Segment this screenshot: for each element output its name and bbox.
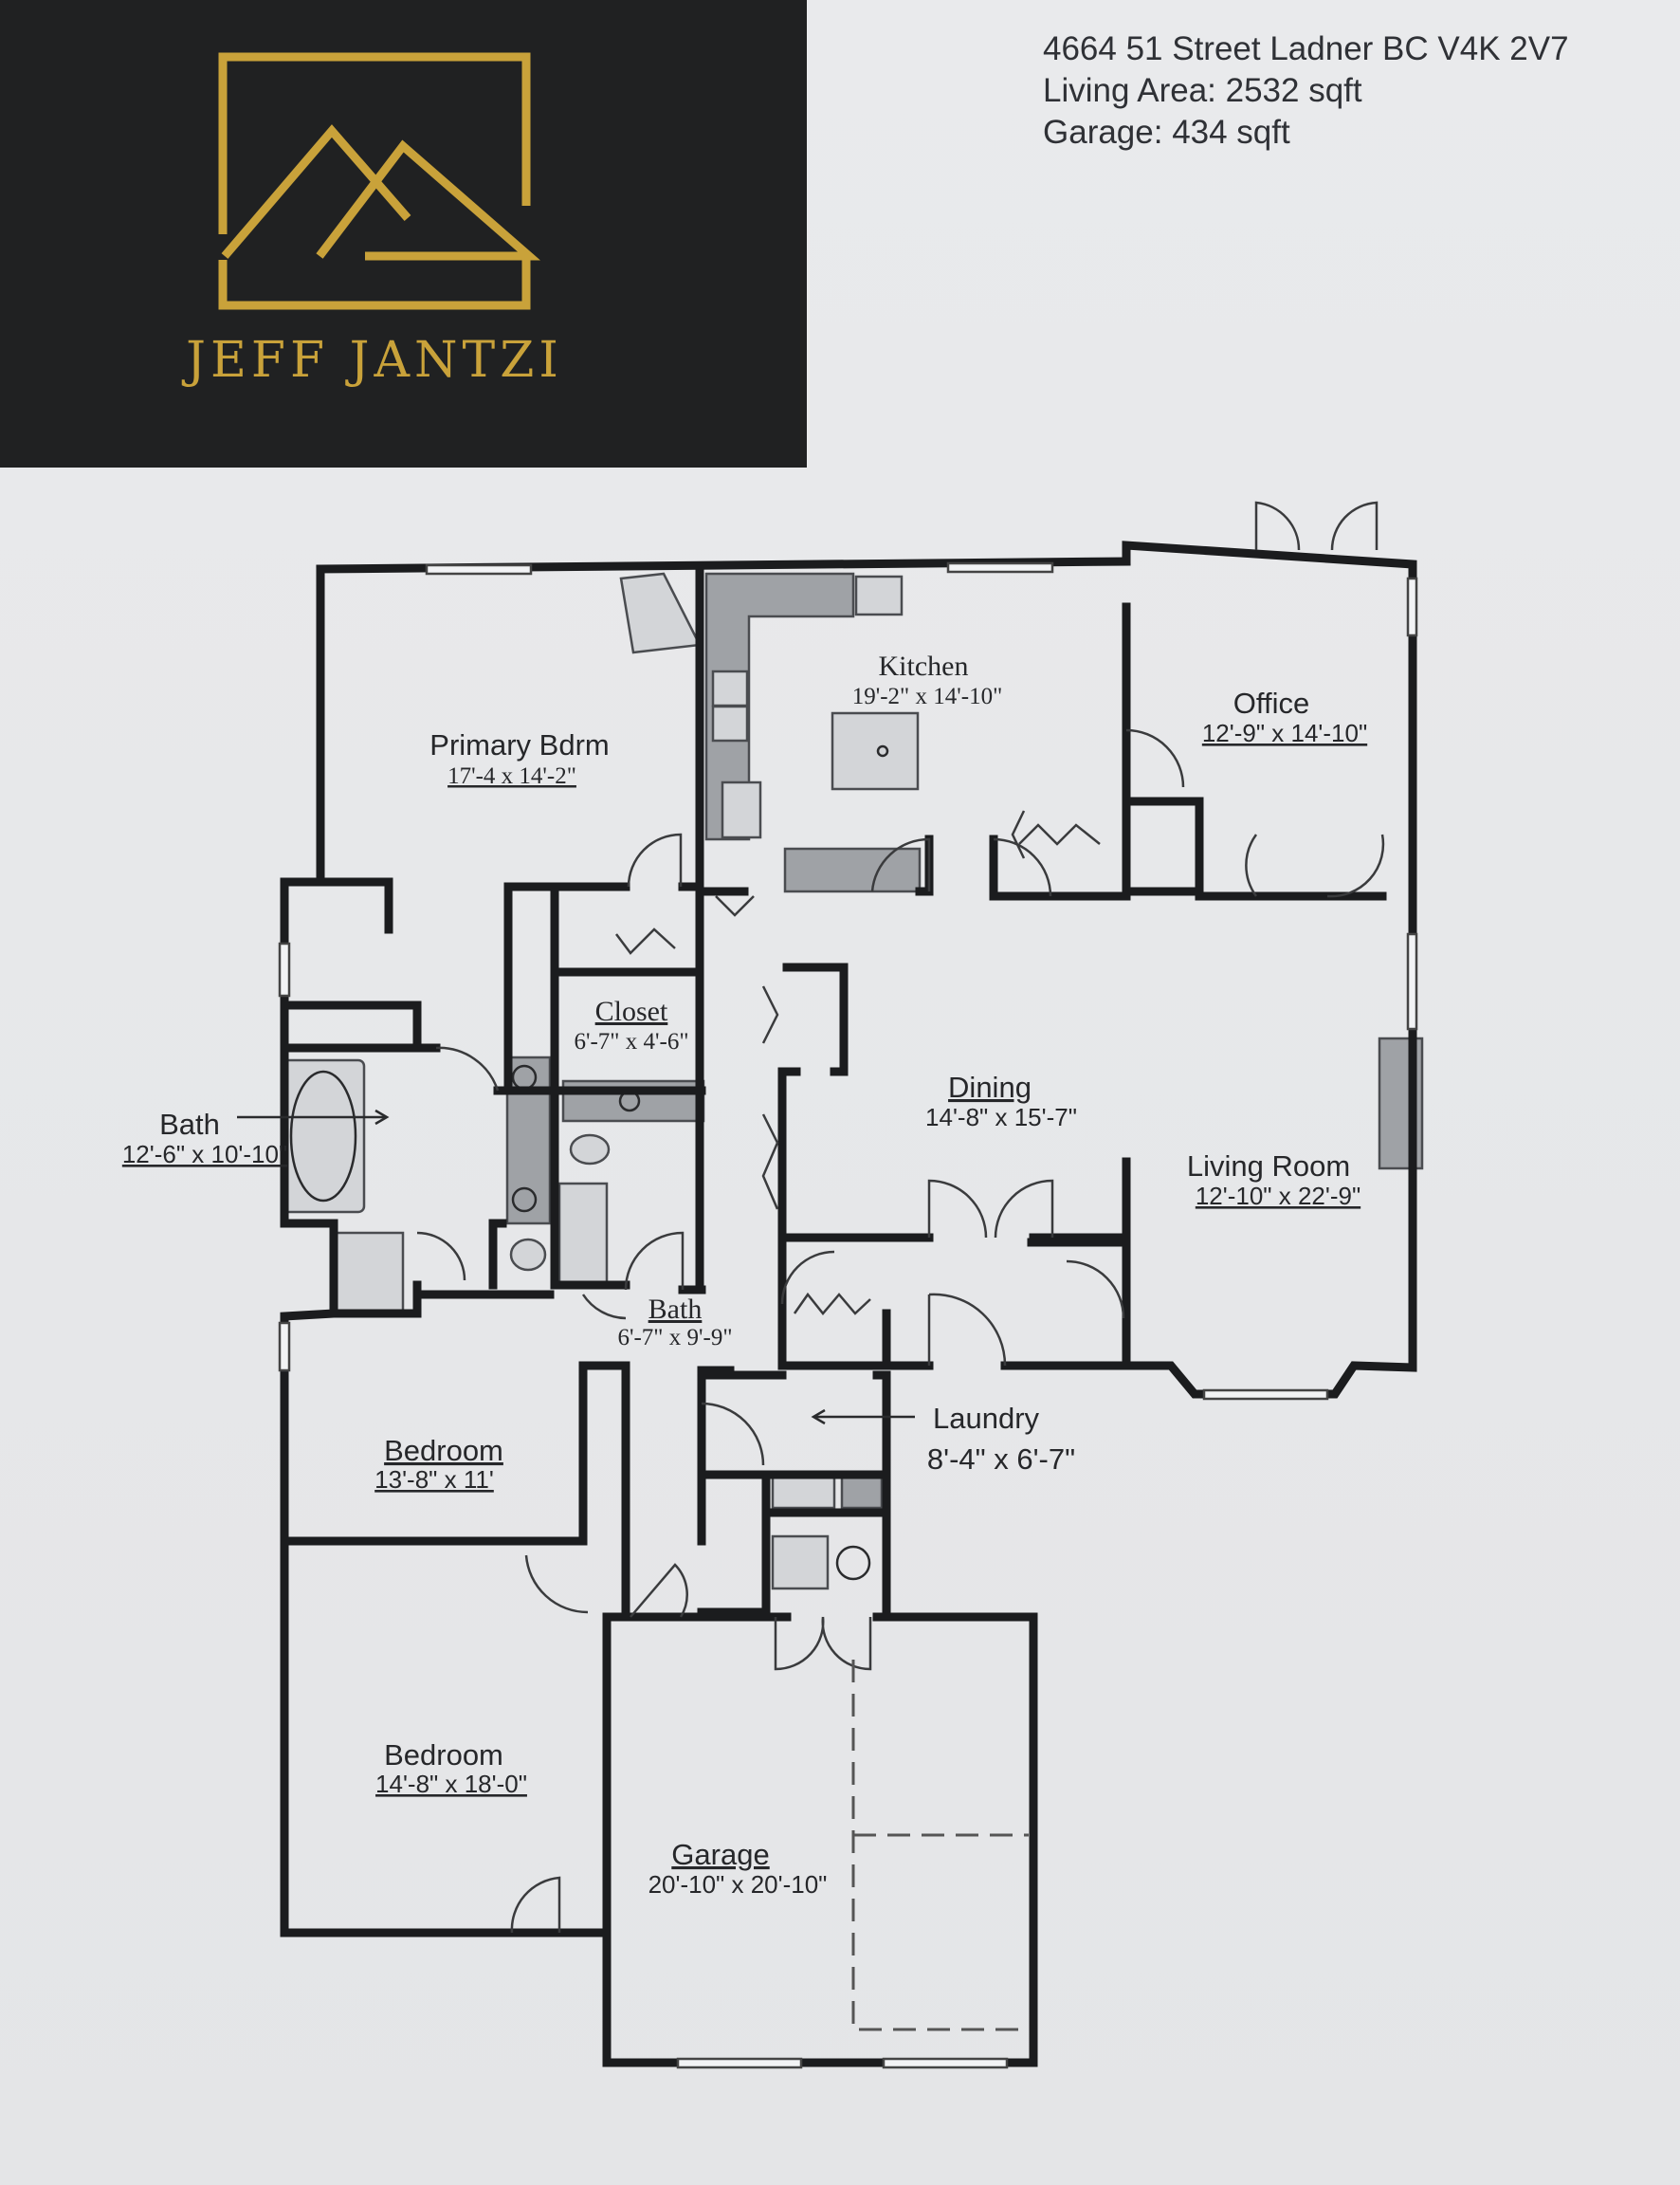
- primary-bdrm-label: Primary Bdrm: [429, 728, 609, 762]
- closet-dims: 6'-7" x 4'-6": [574, 1029, 688, 1055]
- logo-card: JEFF JANTZI: [0, 0, 807, 468]
- annotation-arrows: [237, 1109, 915, 1425]
- garage-label: Garage: [671, 1838, 769, 1871]
- bath-primary-label: Bath: [159, 1108, 220, 1141]
- house-logo-icon: [218, 52, 540, 310]
- bath-primary-dims: 12'-6" x 10'-10": [122, 1140, 287, 1168]
- kitchen-label: Kitchen: [879, 651, 969, 682]
- windows: [278, 561, 1418, 2069]
- kitchen-dims: 19'-2" x 14'-10": [852, 684, 1003, 709]
- laundry-fixtures: [771, 1470, 884, 1590]
- office-label: Office: [1233, 687, 1309, 720]
- closet-label: Closet: [595, 996, 668, 1027]
- kitchen-counters: [704, 572, 922, 893]
- living-room-label: Living Room: [1187, 1149, 1350, 1183]
- office-dims: 12'-9" x 14'-10": [1202, 719, 1367, 747]
- laundry-label: Laundry: [933, 1402, 1040, 1435]
- bath-second-dims: 6'-7" x 9'-9": [617, 1325, 732, 1350]
- listing-garage-area: Garage: 434 sqft: [1043, 114, 1290, 151]
- dining-label: Dining: [948, 1071, 1032, 1104]
- listing-address: 4664 51 Street Ladner BC V4K 2V7: [1043, 30, 1569, 67]
- garage-dims: 20'-10" x 20'-10": [648, 1870, 828, 1899]
- dining-dims: 14'-8" x 15'-7": [925, 1103, 1077, 1131]
- bedroom-1-dims: 13'-8" x 11': [374, 1465, 494, 1494]
- laundry-dims: 8'-4" x 6'-7": [927, 1442, 1075, 1476]
- primary-bath-fixtures: [281, 1056, 552, 1315]
- listing-living-area: Living Area: 2532 sqft: [1043, 72, 1362, 109]
- room-labels: Primary Bdrm 17'-4 x 14'-2" Kitchen 19'-…: [122, 651, 1367, 1899]
- bedroom-2-dims: 14'-8" x 18'-0": [375, 1770, 527, 1798]
- brand-name: JEFF JANTZI: [186, 332, 563, 389]
- doors: [416, 501, 1385, 1934]
- bedroom-2-label: Bedroom: [384, 1738, 503, 1772]
- listing-info: 4664 51 Street Ladner BC V4K 2V7 Living …: [1043, 28, 1569, 154]
- primary-bdrm-dims: 17'-4 x 14'-2": [447, 763, 576, 789]
- bedroom-1-label: Bedroom: [384, 1434, 503, 1467]
- garage-door-markings: [851, 1660, 1029, 2031]
- living-room-dims: 12'-10" x 22'-9": [1196, 1182, 1360, 1210]
- bath-second-label: Bath: [648, 1294, 703, 1325]
